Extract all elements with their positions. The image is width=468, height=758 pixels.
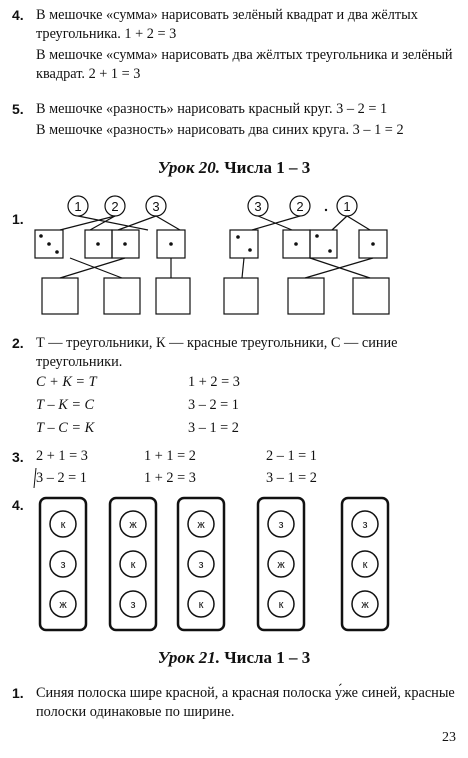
light-frame <box>176 496 226 632</box>
lesson-topic: Числа 1 – 3 <box>219 648 311 667</box>
item-number: 4. <box>12 497 24 513</box>
item-text: В мешочке «разность» нарисовать два сини… <box>36 122 404 138</box>
lamp-label: ж <box>277 559 285 571</box>
page-number: 23 <box>442 730 456 745</box>
circle-label: 1 <box>74 199 81 214</box>
lesson-topic: Числа 1 – 3 <box>219 158 311 177</box>
equation: 3 – 2 = 1 <box>188 397 239 413</box>
item-4: 4. В мешочке «сумма» нарисовать зелёный … <box>12 6 456 84</box>
lesson-21-item-1: 1. Синяя полоска шире красной, а красная… <box>12 684 456 722</box>
circle-label: 1 <box>343 199 350 214</box>
formula: Т – К = С <box>36 397 95 413</box>
circle-label: 2 <box>111 199 118 214</box>
lamp-label: ж <box>129 519 137 531</box>
matching-diagram: 1 2 3 3 2 1 <box>34 195 390 315</box>
equation: 3 – 1 = 2 <box>266 470 317 486</box>
lamp-label: з <box>130 599 135 611</box>
traffic-lights: к з ж ж к з ж з к з ж к з к ж <box>38 496 390 632</box>
equation: 2 + 1 = 3 <box>36 448 88 464</box>
lamp-label: к <box>131 559 136 571</box>
item-number: 1. <box>12 685 24 701</box>
lamp-label: з <box>198 559 203 571</box>
light-frame <box>340 496 390 632</box>
lamp-label: к <box>61 519 66 531</box>
dice-square <box>34 229 64 259</box>
item-text: В мешочке «сумма» нарисовать два жёлтых … <box>36 47 453 82</box>
lesson-number: Урок 20. <box>157 158 220 177</box>
answer-box[interactable] <box>155 277 191 315</box>
item-text: Синяя полоска шире красной, а красная по… <box>36 685 455 720</box>
dice-square <box>229 229 259 259</box>
lamp-label: з <box>362 519 367 531</box>
lamp-label: к <box>199 599 204 611</box>
item-number: 3. <box>12 449 24 465</box>
lamp-label: ж <box>59 599 67 611</box>
light-frame <box>38 496 88 632</box>
item-number: 5. <box>12 101 24 117</box>
item-text: В мешочке «сумма» нарисовать зелёный ква… <box>36 7 418 42</box>
dice-square <box>309 229 338 259</box>
circle-label: 3 <box>254 199 261 214</box>
answer-box[interactable] <box>352 277 390 315</box>
equation: 1 + 2 = 3 <box>188 374 240 390</box>
dice-square <box>111 229 140 259</box>
ex3-marks <box>33 467 37 489</box>
answer-box[interactable] <box>41 277 79 315</box>
equation: 1 + 1 = 2 <box>144 448 196 464</box>
lamp-label: к <box>279 599 284 611</box>
equation: 3 – 1 = 2 <box>188 420 239 436</box>
equation: 3 – 2 = 1 <box>36 470 87 486</box>
exercise-2: 2. Т — треугольники, К — красные треугол… <box>12 334 456 372</box>
light-frame <box>256 496 306 632</box>
lesson-number: Урок 21. <box>157 648 220 667</box>
lamp-label: з <box>278 519 283 531</box>
equation: 2 – 1 = 1 <box>266 448 317 464</box>
equation: 1 + 2 = 3 <box>144 470 196 486</box>
circle-label: 2 <box>296 199 303 214</box>
lamp-label: ж <box>361 599 369 611</box>
lamp-label: к <box>363 559 368 571</box>
light-frame <box>108 496 158 632</box>
answer-box[interactable] <box>103 277 141 315</box>
answer-box[interactable] <box>223 277 259 315</box>
item-number: 1. <box>12 211 24 227</box>
lamp-label: ж <box>197 519 205 531</box>
answer-box[interactable] <box>287 277 325 315</box>
circle-label: 3 <box>152 199 159 214</box>
lesson-21-title: Урок 21. Числа 1 – 3 <box>0 648 468 668</box>
formula: Т – С = К <box>36 420 95 436</box>
lamp-label: з <box>60 559 65 571</box>
item-number: 4. <box>12 7 24 23</box>
formula: С + К = Т <box>36 374 97 390</box>
item-5: 5. В мешочке «разность» нарисовать красн… <box>12 100 456 140</box>
item-text: Т — треугольники, К — красные треугольни… <box>36 335 398 370</box>
item-number: 2. <box>12 335 24 351</box>
item-text: В мешочке «разность» нарисовать красный … <box>36 101 388 117</box>
lesson-20-title: Урок 20. Числа 1 – 3 <box>0 158 468 178</box>
